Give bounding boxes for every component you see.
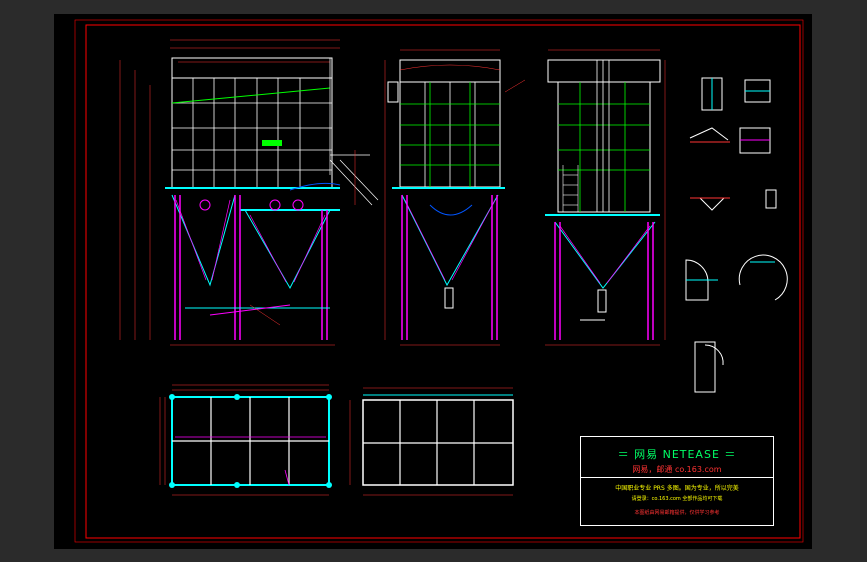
end-elevation [545,49,666,346]
brand-title: ＝ 网易 NETEASE ＝ [617,448,737,461]
brand-subtitle: 网易，邮通 co.163.com [632,465,722,474]
front-elevation [119,39,379,346]
title-line-1: 中国职业专业 PRS 多图。国为专业，所以完美 [615,485,739,492]
outer-border [74,19,804,543]
title-line-3: 本图纸由网易邮箱提供，仅供学习参考 [634,510,720,516]
side-elevation [384,49,526,346]
title-divider [581,477,773,478]
plan-view-left [159,384,332,496]
detail-views [685,77,788,393]
inner-border [85,24,801,539]
title-block: ＝ 网易 NETEASE ＝ 网易，邮通 co.163.com 中国职业专业 P… [580,436,774,526]
title-line-2: 请登录：co.163.com 全部作品均可下载 [631,496,723,502]
plan-view-right [349,387,514,496]
